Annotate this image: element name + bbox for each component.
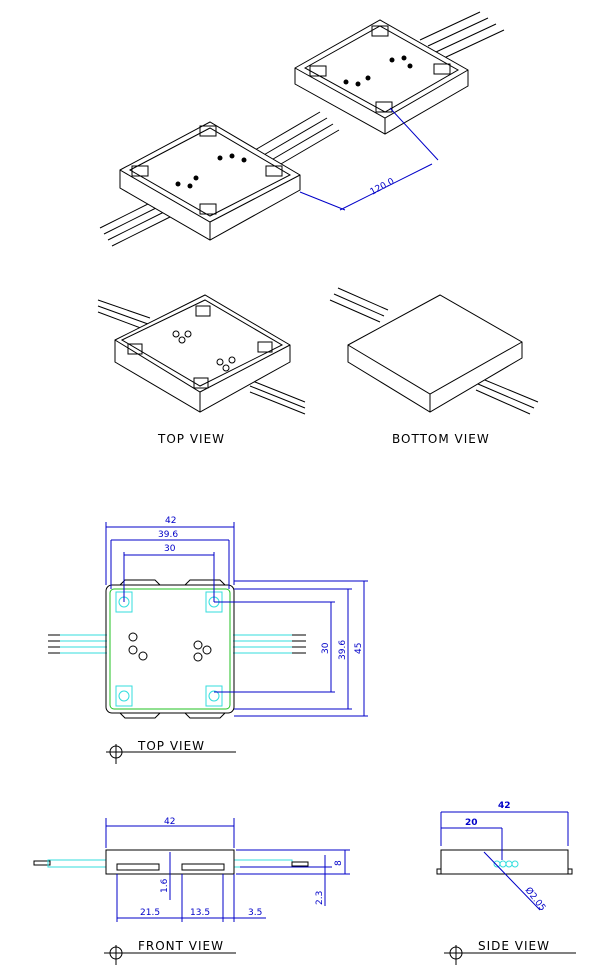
dim-side-42: 42 [498, 801, 511, 811]
dim-3-5: 3.5 [248, 908, 262, 918]
dim-front-42: 42 [164, 817, 175, 827]
dim-8: 8 [334, 860, 344, 866]
dim-1-6: 1.6 [160, 878, 170, 893]
dim-120: 120.0 [369, 177, 397, 198]
label-bottom-view-iso: BOTTOM VIEW [392, 432, 490, 446]
top-view-drawing: 42 39.6 30 30 39.6 45 TOP VIEW [48, 516, 368, 764]
side-view-drawing: 42 20 Ø2.05 SIDE VIEW [436, 801, 576, 965]
dim-2-3: 2.3 [315, 891, 325, 905]
dim-cable-dia: Ø2.05 [523, 885, 548, 913]
label-top-view-iso: TOP VIEW [157, 432, 225, 446]
iso-module-back [294, 19, 469, 135]
dim-21-5: 21.5 [140, 908, 160, 918]
iso-assembly: 120.0 [99, 11, 505, 247]
iso-top-view: TOP VIEW [97, 294, 306, 446]
dim-39-6: 39.6 [158, 530, 178, 540]
front-view-drawing: 42 1.6 21.5 13.5 3.5 8 2.3 FRONT VIEW [33, 817, 350, 965]
dim-45: 45 [354, 643, 364, 654]
dim-13-5: 13.5 [190, 908, 210, 918]
label-top-view: TOP VIEW [137, 739, 205, 753]
dim-20: 20 [465, 818, 478, 828]
iso-bottom-view: BOTTOM VIEW [329, 287, 539, 446]
dim-39-6-v: 39.6 [338, 640, 348, 660]
iso-module-front [119, 121, 301, 241]
dim-30-h: 30 [164, 544, 176, 554]
dim-30-v: 30 [321, 642, 331, 654]
label-side-view: SIDE VIEW [478, 939, 550, 953]
label-front-view: FRONT VIEW [138, 939, 224, 953]
dim-42: 42 [165, 516, 176, 526]
